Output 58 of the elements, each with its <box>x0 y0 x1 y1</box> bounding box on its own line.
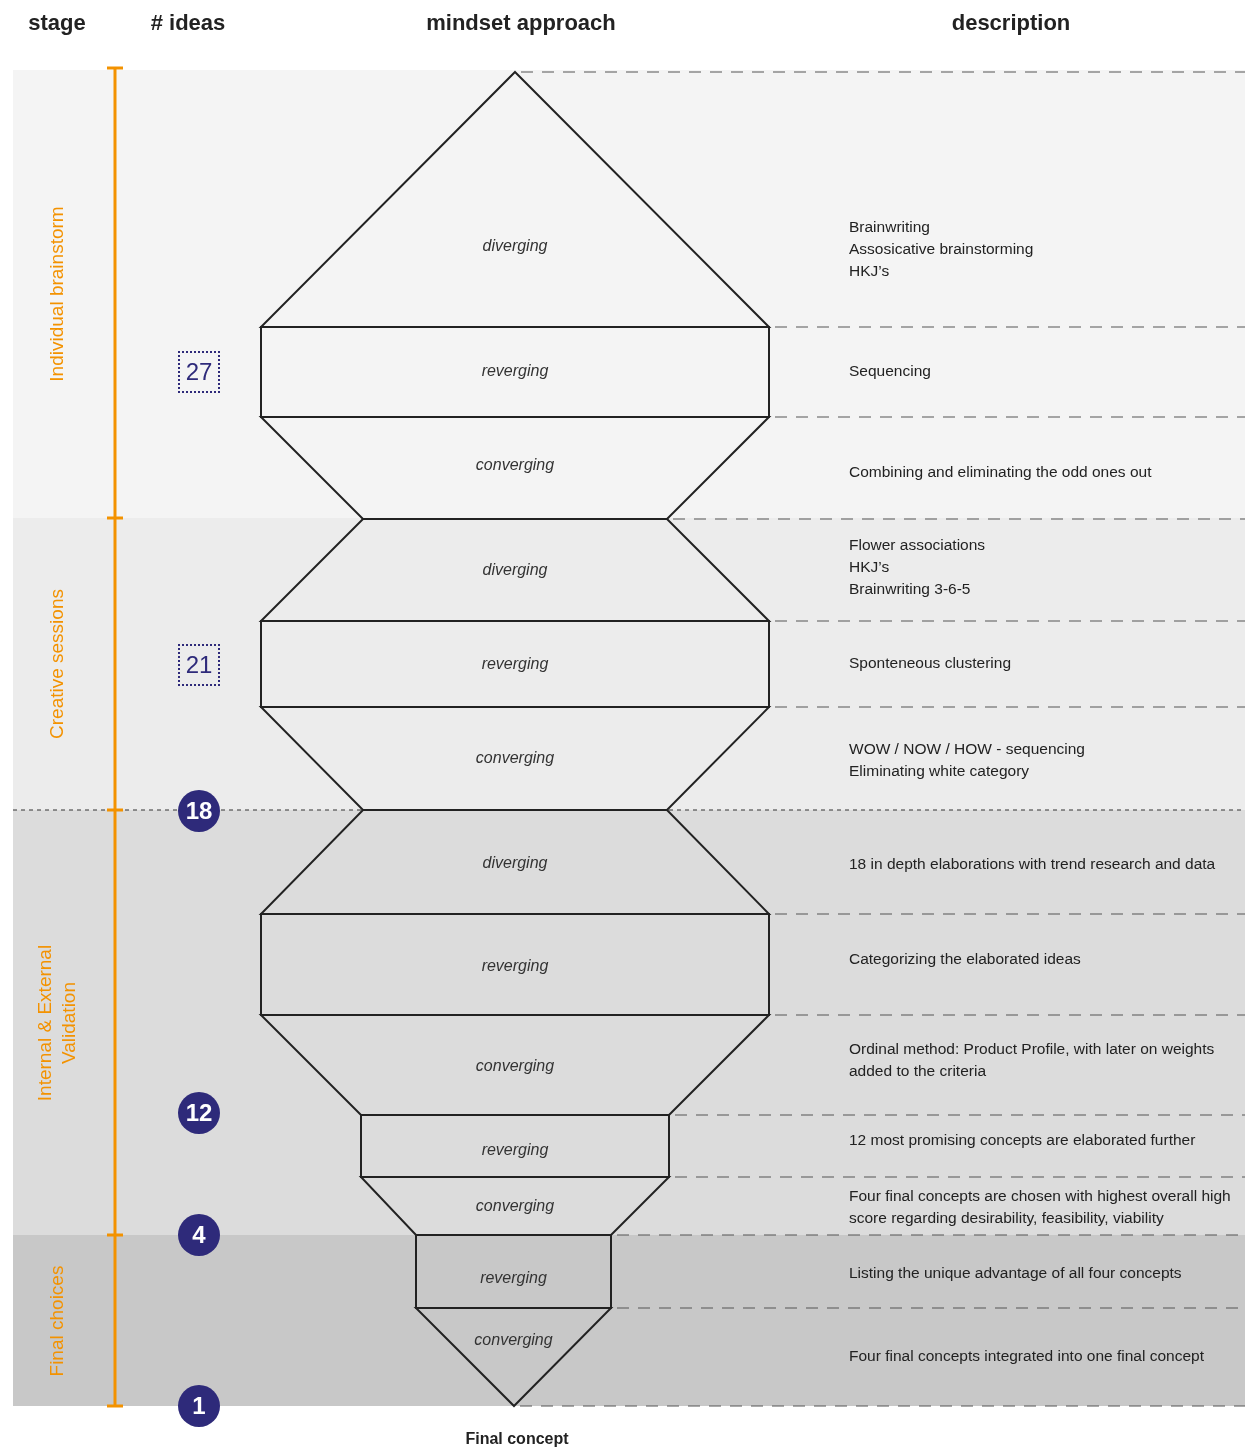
description-text: 12 most promising concepts are elaborated further <box>849 1130 1197 1150</box>
description-text: Ordinal method: Product Profile, with later on weights added to the criteria <box>849 1039 1216 1081</box>
description-text: Flower associations <box>849 535 987 555</box>
stage-mode-text: converging <box>474 456 556 474</box>
stage-label: Internal & External Validation <box>33 943 80 1103</box>
stage-mode-text: diverging <box>481 854 549 872</box>
funnel-segment <box>261 707 769 810</box>
funnel-segment <box>261 72 769 327</box>
stage-mode-text: reverging <box>480 1141 550 1159</box>
stage-mode-text: reverging <box>480 362 550 380</box>
stage-mode-text: diverging <box>481 561 549 579</box>
stage-mode-text: converging <box>473 1331 554 1349</box>
stage-mode-text: reverging <box>480 957 550 975</box>
description-text: Eliminating white category <box>849 761 1031 781</box>
description-text: Brainwriting <box>849 217 931 237</box>
funnel-segment <box>416 1308 611 1406</box>
idea-count-badge: 12 <box>178 1092 220 1134</box>
column-header: mindset approach <box>426 10 616 36</box>
funnel-segment <box>261 519 769 621</box>
funnel-segment <box>361 1177 669 1235</box>
description-text: Sponteneous clustering <box>849 653 1012 673</box>
stage-label: Individual brainstorm <box>45 205 68 384</box>
column-header: description <box>951 10 1071 36</box>
description-text: Categorizing the elaborated ideas <box>849 949 1082 969</box>
funnel-segment <box>261 914 769 1015</box>
funnel-segment <box>261 1015 769 1115</box>
description-text: Four final concepts are chosen with highest overall high score regarding desirability, feasibility, viability <box>849 1186 1232 1228</box>
description-text: Assosicative brainstorming <box>849 239 1035 259</box>
idea-count-box: 27 <box>178 351 220 393</box>
idea-count-box: 21 <box>178 644 220 686</box>
description-text: HKJ’s <box>849 261 891 281</box>
column-header: stage <box>28 10 86 36</box>
stage-label: Final choices <box>45 1264 68 1378</box>
funnel-segment <box>261 621 769 707</box>
column-header: # ideas <box>150 10 226 36</box>
stage-band <box>13 70 1245 518</box>
funnel-segment <box>361 1115 669 1177</box>
funnel-segment <box>261 417 769 519</box>
description-text: Listing the unique advantage of all four concepts <box>849 1263 1183 1283</box>
end-label: Final concept <box>465 1430 569 1448</box>
stage-mode-text: converging <box>474 749 556 767</box>
funnel-segment <box>261 810 769 914</box>
idea-count-badge: 1 <box>178 1385 220 1427</box>
description-text: Brainwriting 3-6-5 <box>849 579 972 599</box>
description-text: 18 in depth elaborations with trend research and data <box>849 854 1217 874</box>
funnel-segment <box>416 1235 611 1308</box>
stage-label: Creative sessions <box>45 588 68 741</box>
description-text: Four final concepts integrated into one final concept <box>849 1346 1205 1366</box>
stage-mode-text: diverging <box>481 237 549 255</box>
stage-mode-text: reverging <box>480 655 550 673</box>
description-text: Sequencing <box>849 361 932 381</box>
funnel-segment <box>261 327 769 417</box>
stage-mode-text: converging <box>474 1197 556 1215</box>
description-text: HKJ’s <box>849 557 891 577</box>
stage-mode-text: converging <box>474 1057 556 1075</box>
stage-mode-text: reverging <box>479 1269 548 1287</box>
description-text: WOW / NOW / HOW - sequencing <box>849 739 1086 759</box>
description-text: Combining and eliminating the odd ones out <box>849 462 1153 482</box>
